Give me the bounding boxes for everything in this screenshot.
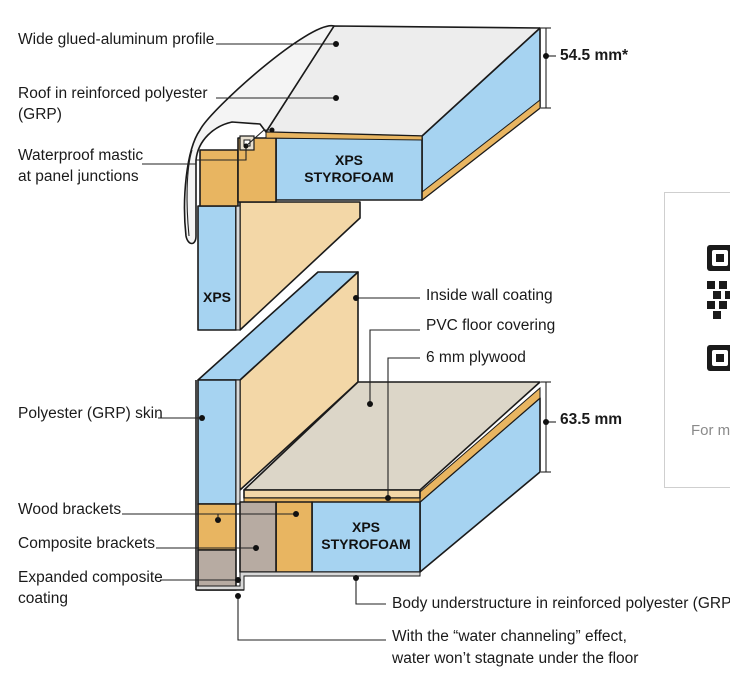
label-roof-line-2: (GRP)	[18, 106, 62, 123]
label-expanded-line-2: coating	[18, 590, 68, 607]
aluminum-profile	[183, 25, 335, 245]
label-roof-line-1: Roof in reinforced polyester	[18, 85, 208, 102]
floor-xps-label: XPS	[352, 519, 380, 535]
wall-composite-bracket	[197, 549, 237, 591]
label-pvc-floor: PVC floor covering	[426, 317, 555, 334]
floor-front-xps	[311, 501, 421, 573]
label-expanded-line-1: Expanded composite	[18, 569, 163, 586]
wall-xps-label: XPS	[203, 289, 231, 305]
label-wood-brackets: Wood brackets	[18, 501, 121, 518]
upper-wall-skin	[235, 205, 241, 331]
label-mastic-line-2: at panel junctions	[18, 168, 139, 185]
floor-styrofoam-label: STYROFOAM	[321, 536, 410, 552]
roof-xps-label: XPS	[335, 152, 363, 168]
label-water-line-2: water won’t stagnate under the floor	[391, 650, 638, 667]
roof-thickness: 54.5 mm*	[560, 47, 629, 64]
label-plywood: 6 mm plywood	[426, 349, 526, 366]
label-mastic-line-1: Waterproof mastic	[18, 147, 143, 164]
roof-styrofoam-label: STYROFOAM	[304, 169, 393, 185]
leader-lines	[122, 41, 420, 641]
label-aluminum-profile: Wide glued-aluminum profile	[18, 31, 214, 48]
roof-wood-block-1	[199, 149, 239, 207]
label-composite-brackets: Composite brackets	[18, 535, 155, 552]
floor-thickness: 63.5 mm	[560, 411, 622, 428]
label-understructure: Body understructure in reinforced polyes…	[392, 595, 730, 612]
qr-code-icon	[707, 245, 730, 371]
label-inside-wall: Inside wall coating	[426, 287, 553, 304]
roof-wood-block-2	[237, 137, 277, 203]
roof-dimension-marker	[541, 27, 556, 109]
plywood-strip	[243, 489, 421, 499]
floor-composite-bracket	[239, 501, 277, 573]
qr-side-card[interactable]: For m	[664, 192, 730, 488]
upper-wall-xps	[197, 205, 237, 331]
qr-card-caption: For m	[691, 422, 730, 439]
label-water-line-1: With the “water channeling” effect,	[392, 628, 627, 645]
floor-dimension-marker	[541, 381, 556, 473]
wall-wood-bracket	[197, 503, 237, 551]
lower-wall-xps	[197, 379, 237, 505]
label-grp-skin: Polyester (GRP) skin	[18, 405, 163, 422]
